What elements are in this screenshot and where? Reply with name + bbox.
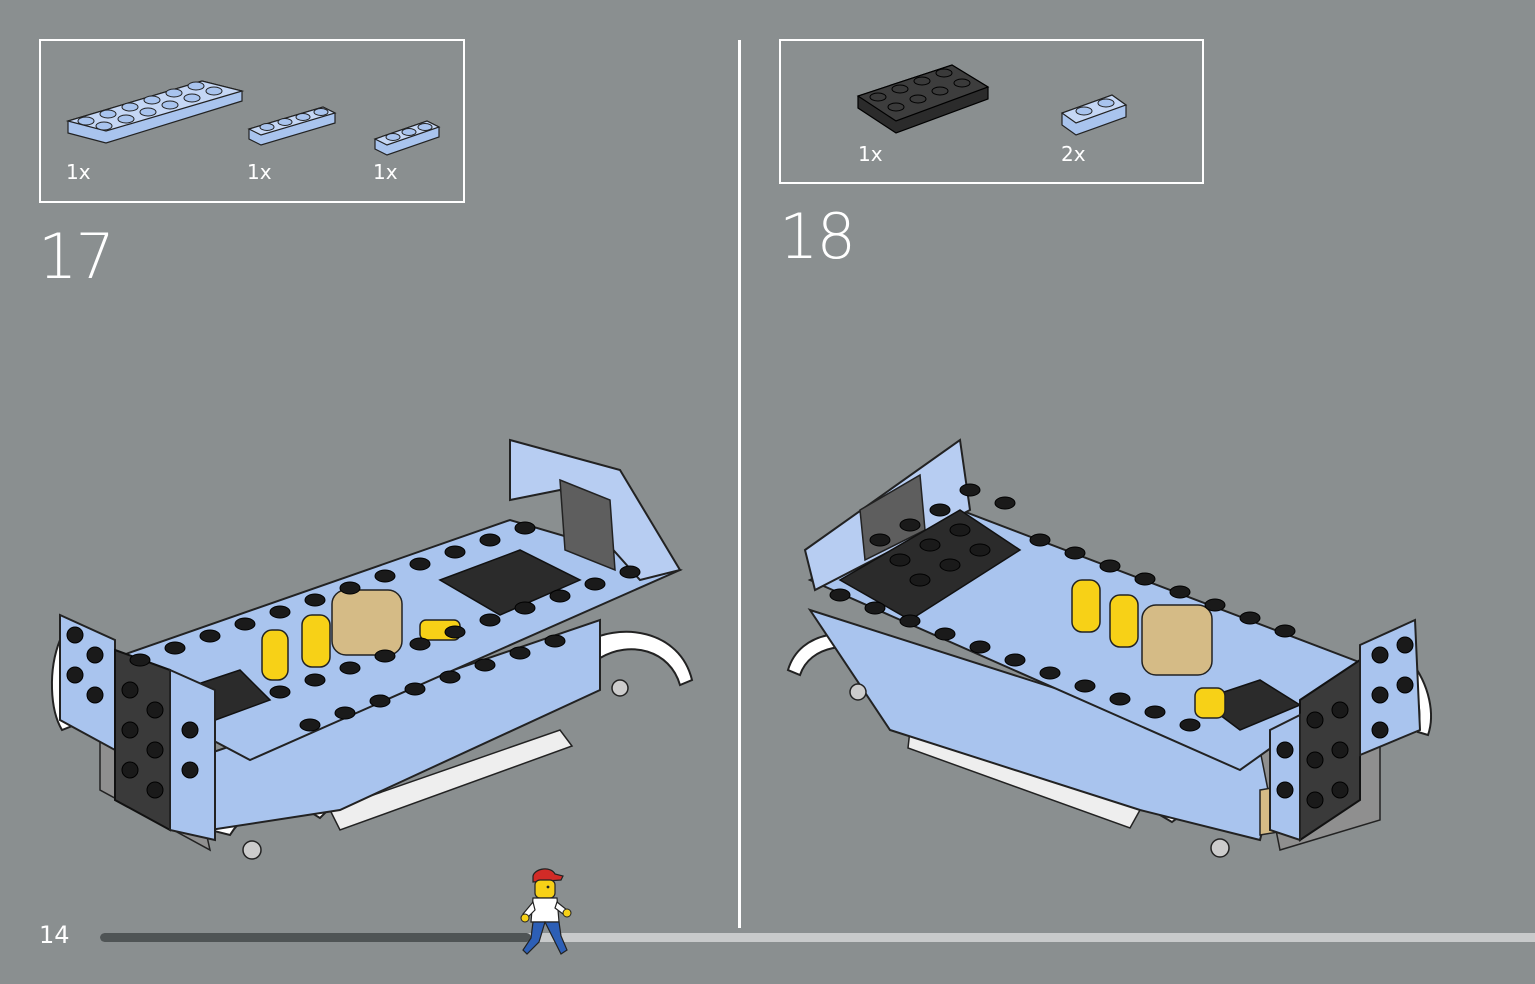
page-divider <box>738 40 741 928</box>
page-number: 14 <box>39 921 70 949</box>
car-chassis-step-17-illustration <box>51 438 694 860</box>
plate-1x4-icon <box>247 106 337 146</box>
plate-1x3-icon <box>373 120 441 156</box>
part-qty: 1x <box>373 160 398 184</box>
progress-bar <box>100 933 1535 942</box>
minifigure-progress-marker-icon <box>520 868 572 955</box>
plate-1x2-icon <box>1060 94 1128 136</box>
plate-2x6-icon <box>65 80 245 144</box>
progress-bar-fill <box>100 933 531 942</box>
part-qty: 1x <box>247 160 272 184</box>
parts-callout-step-17: 1x 1x 1x <box>39 39 465 203</box>
part-qty: 2x <box>1061 142 1086 166</box>
part-qty: 1x <box>66 160 91 184</box>
step-number: 17 <box>38 220 115 293</box>
step-number: 18 <box>779 200 856 273</box>
car-chassis-step-18-illustration <box>786 438 1432 858</box>
part-qty: 1x <box>858 142 883 166</box>
parts-callout-step-18: 1x 2x <box>779 39 1204 184</box>
plate-2x4-icon <box>856 64 990 134</box>
